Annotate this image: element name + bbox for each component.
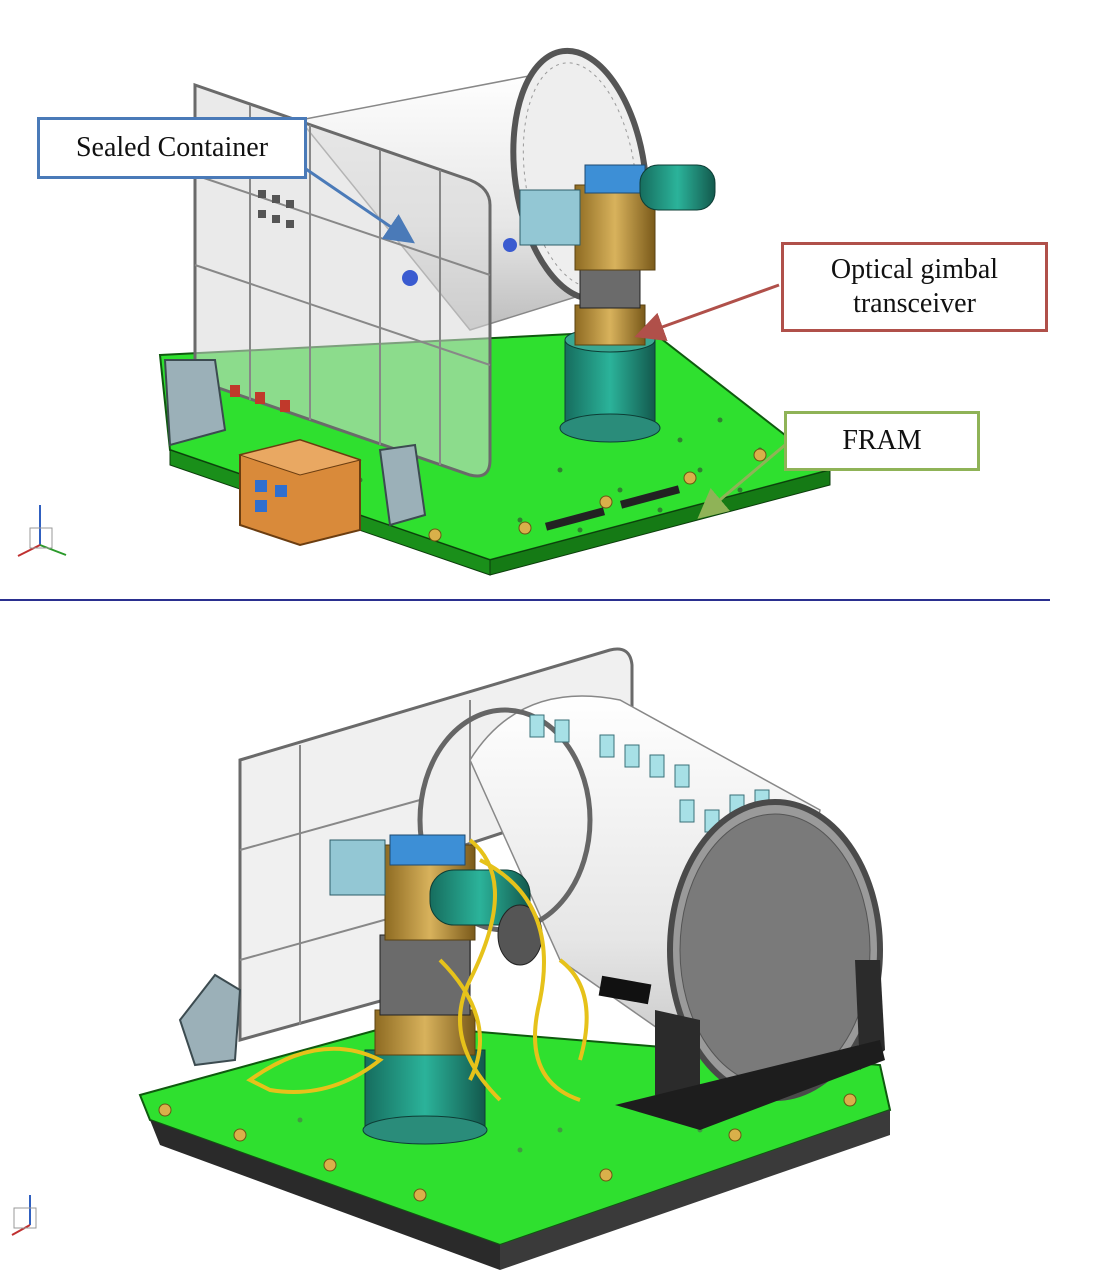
arrow-sealed-container — [299, 163, 415, 244]
bottom-assembly-view — [11, 647, 892, 1270]
arrow-optical-gimbal — [634, 283, 780, 341]
callout-fram: FRAM — [784, 411, 980, 471]
callout-optical-gimbal-line2: transceiver — [853, 288, 976, 319]
axis-triad-icon — [17, 505, 67, 557]
axis-triad-icon — [11, 1195, 37, 1236]
arrow-fram — [697, 443, 786, 519]
callout-optical-gimbal-line1: Optical gimbal — [830, 254, 999, 285]
top-assembly-view — [17, 47, 833, 576]
bottom-sealed-cylinder — [417, 695, 885, 1130]
callout-sealed-container-label: Sealed Container — [75, 132, 269, 163]
top-gimbal-transceiver — [519, 164, 716, 443]
top-orange-connector-box — [163, 359, 427, 547]
callout-sealed-container: Sealed Container — [37, 117, 307, 179]
callout-fram-label: FRAM — [842, 425, 922, 456]
bottom-cables — [246, 838, 589, 1102]
callout-optical-gimbal-transceiver: Optical gimbal transceiver — [781, 242, 1048, 332]
bottom-gimbal-transceiver — [329, 834, 543, 1145]
